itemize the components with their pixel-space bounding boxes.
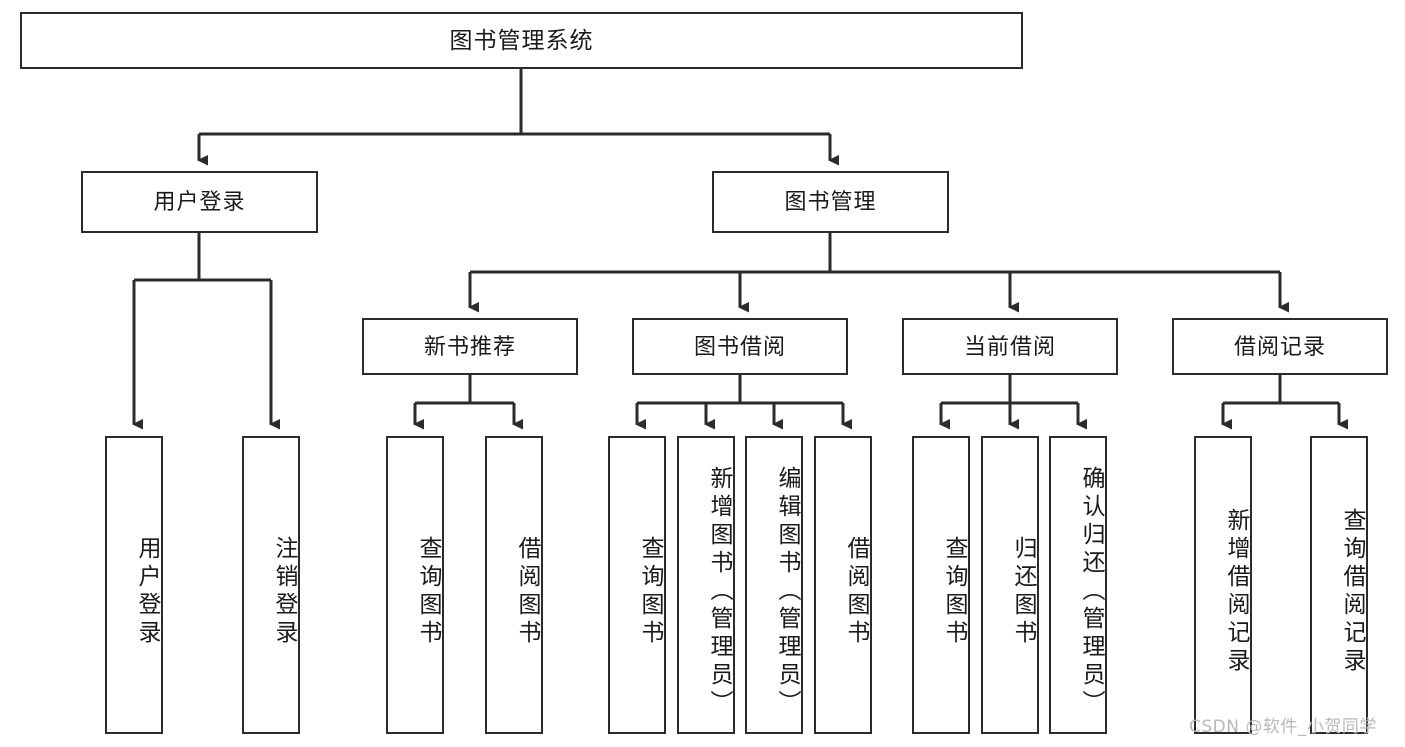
node-user-login[interactable]: 用户登录 xyxy=(81,171,318,233)
leaf-borrow-book[interactable]: 借阅图书 xyxy=(814,436,872,734)
leaf-confirm-return-admin[interactable]: 确认归还（管理员） xyxy=(1049,436,1107,734)
leaf-return-book[interactable]: 归还图书 xyxy=(981,436,1039,734)
node-book-borrow[interactable]: 图书借阅 xyxy=(632,318,848,375)
node-current-borrow[interactable]: 当前借阅 xyxy=(902,318,1118,375)
leaf-query-book-current[interactable]: 查询图书 xyxy=(912,436,970,734)
node-new-book-recommend[interactable]: 新书推荐 xyxy=(362,318,578,375)
leaf-query-book-borrow[interactable]: 查询图书 xyxy=(608,436,666,734)
leaf-user-login[interactable]: 用户登录 xyxy=(105,436,163,734)
node-book-management[interactable]: 图书管理 xyxy=(712,171,949,233)
watermark-text: CSDN @软件_小贺同学 xyxy=(1189,717,1377,737)
leaf-add-borrow-record[interactable]: 新增借阅记录 xyxy=(1194,436,1252,734)
node-borrow-record[interactable]: 借阅记录 xyxy=(1172,318,1388,375)
leaf-edit-book-admin[interactable]: 编辑图书（管理员） xyxy=(745,436,803,734)
leaf-query-borrow-record[interactable]: 查询借阅记录 xyxy=(1310,436,1368,734)
leaf-query-book-recommend[interactable]: 查询图书 xyxy=(386,436,444,734)
leaf-borrow-book-recommend[interactable]: 借阅图书 xyxy=(485,436,543,734)
node-root-book-management-system[interactable]: 图书管理系统 xyxy=(20,12,1023,69)
leaf-add-book-admin[interactable]: 新增图书（管理员） xyxy=(677,436,735,734)
leaf-logout[interactable]: 注销登录 xyxy=(242,436,300,734)
